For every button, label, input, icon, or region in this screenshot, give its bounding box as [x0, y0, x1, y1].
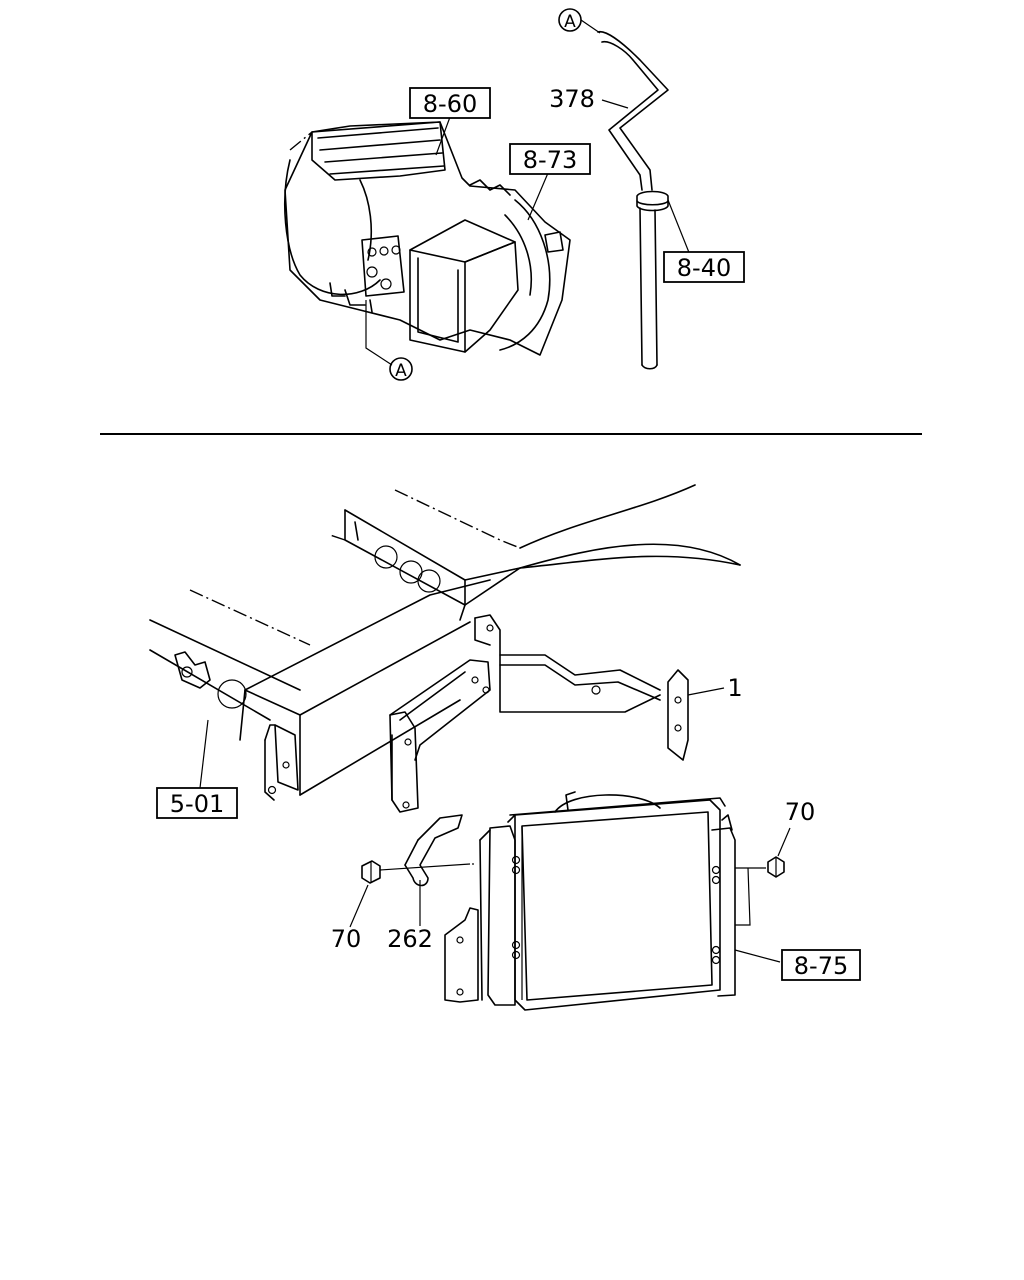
part-number-262: 262: [387, 925, 433, 953]
ref-box-8-40[interactable]: 8-40: [663, 251, 745, 283]
condenser-drawing: [444, 791, 736, 1011]
ref-box-8-73[interactable]: 8-73: [509, 143, 591, 175]
svg-text:8-75: 8-75: [794, 952, 848, 980]
top-leader-lines: [365, 19, 691, 366]
bracket-262-drawing: [404, 814, 463, 887]
marker-a-top: A: [558, 8, 582, 32]
part-number-1: 1: [727, 674, 742, 702]
ref-box-5-01[interactable]: 5-01: [156, 787, 238, 819]
nut-70-right: [767, 856, 785, 878]
bottom-leader-lines: [199, 687, 791, 963]
hose-drawing: [597, 31, 669, 370]
svg-text:5-01: 5-01: [170, 790, 224, 818]
svg-text:A: A: [564, 12, 576, 32]
svg-text:8-40: 8-40: [677, 254, 731, 282]
part-number-70-right: 70: [785, 798, 816, 826]
ref-box-8-75[interactable]: 8-75: [781, 949, 861, 981]
frame-rail-drawing: [149, 484, 741, 813]
marker-a-bottom: A: [389, 357, 413, 381]
svg-text:8-73: 8-73: [523, 146, 577, 174]
ref-box-8-60[interactable]: 8-60: [409, 87, 491, 119]
svg-text:A: A: [395, 361, 407, 381]
nut-70-left: [361, 860, 381, 884]
blower-unit-drawing: [284, 121, 571, 356]
part-number-378: 378: [549, 85, 595, 113]
svg-text:8-60: 8-60: [423, 90, 477, 118]
part-number-70-left: 70: [331, 925, 362, 953]
